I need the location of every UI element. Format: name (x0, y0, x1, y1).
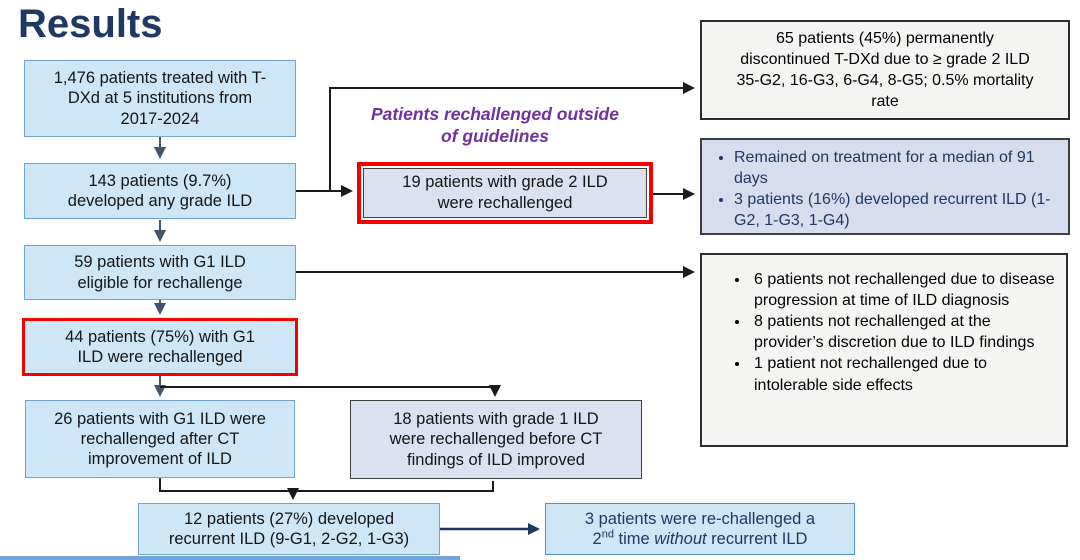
second-rechallenge-part1: 3 patients were re-challenged a 2 (584, 509, 816, 548)
connector-anygrade-to-discontinued (296, 82, 695, 192)
box-rechallenged-before-ct: 18 patients with grade 1 ILD were rechal… (350, 400, 642, 479)
box-recurrent-ild-text: 12 patients (27%) developed recurrent IL… (168, 509, 410, 548)
second-rechallenge-part2: time (613, 530, 655, 548)
box-any-grade-ild-text: 143 patients (9.7%) developed any grade … (67, 171, 253, 210)
panel-not-rechallenged-list: 6 patients not rechallenged due to disea… (710, 269, 1058, 396)
connector-merge-line (159, 478, 494, 492)
second-rechallenge-part3: recurrent ILD (706, 530, 808, 548)
box-rechallenged-after-ct-text: 26 patients with G1 ILD were rechallenge… (54, 409, 266, 469)
connector-rechallenged-to-beforect (160, 385, 501, 397)
box-rechallenged-after-ct: 26 patients with G1 ILD were rechallenge… (25, 400, 295, 478)
panel-discontinued: 65 patients (45%) permanently discontinu… (700, 20, 1070, 120)
box-grade2-rechallenged: 19 patients with grade 2 ILD were rechal… (357, 162, 653, 224)
box-recurrent-ild: 12 patients (27%) developed recurrent IL… (138, 503, 440, 555)
box-grade2-rechallenged-text: 19 patients with grade 2 ILD were rechal… (402, 173, 608, 212)
box-second-rechallenge-text: 3 patients were re-challenged a 2nd time… (585, 509, 815, 549)
box-grade2-rechallenged-inner: 19 patients with grade 2 ILD were rechal… (363, 168, 647, 218)
bullet-item: 3 patients (16%) developed recurrent ILD… (734, 189, 1062, 231)
box-g1-rechallenged-text: 44 patients (75%) with G1 ILD were recha… (65, 327, 255, 366)
box-g1-rechallenged: 44 patients (75%) with G1 ILD were recha… (22, 318, 298, 376)
bullet-item: 8 patients not rechallenged at the provi… (750, 311, 1058, 353)
panel-rechallenge-outcome-list: Remained on treatment for a median of 91… (708, 147, 1062, 231)
box-second-rechallenge: 3 patients were re-challenged a 2nd time… (545, 503, 855, 555)
box-any-grade-ild: 143 patients (9.7%) developed any grade … (24, 163, 296, 219)
panel-not-rechallenged: 6 patients not rechallenged due to disea… (700, 253, 1068, 447)
footer-accent-strip (0, 556, 460, 560)
bullet-item: 6 patients not rechallenged due to disea… (750, 269, 1058, 311)
page-title: Results (18, 2, 163, 46)
box-treated-total-text: 1,476 patients treated with T- DXd at 5 … (53, 69, 267, 128)
box-g1-eligible: 59 patients with G1 ILD eligible for rec… (24, 245, 296, 300)
panel-discontinued-text: 65 patients (45%) permanently discontinu… (736, 29, 1034, 111)
panel-rechallenge-outcome: Remained on treatment for a median of 91… (700, 138, 1070, 235)
box-g1-eligible-text: 59 patients with G1 ILD eligible for rec… (74, 253, 246, 292)
bullet-item: 1 patient not rechallenged due to intole… (750, 353, 1058, 395)
box-rechallenged-before-ct-text: 18 patients with grade 1 ILD were rechal… (389, 410, 603, 469)
bullet-item: Remained on treatment for a median of 91… (734, 147, 1062, 189)
label-outside-guidelines: Patients rechallenged outside of guideli… (371, 104, 619, 146)
second-rechallenge-sup: nd (601, 528, 614, 541)
second-rechallenge-italic: without (654, 530, 707, 548)
box-treated-total: 1,476 patients treated with T- DXd at 5 … (24, 60, 296, 137)
